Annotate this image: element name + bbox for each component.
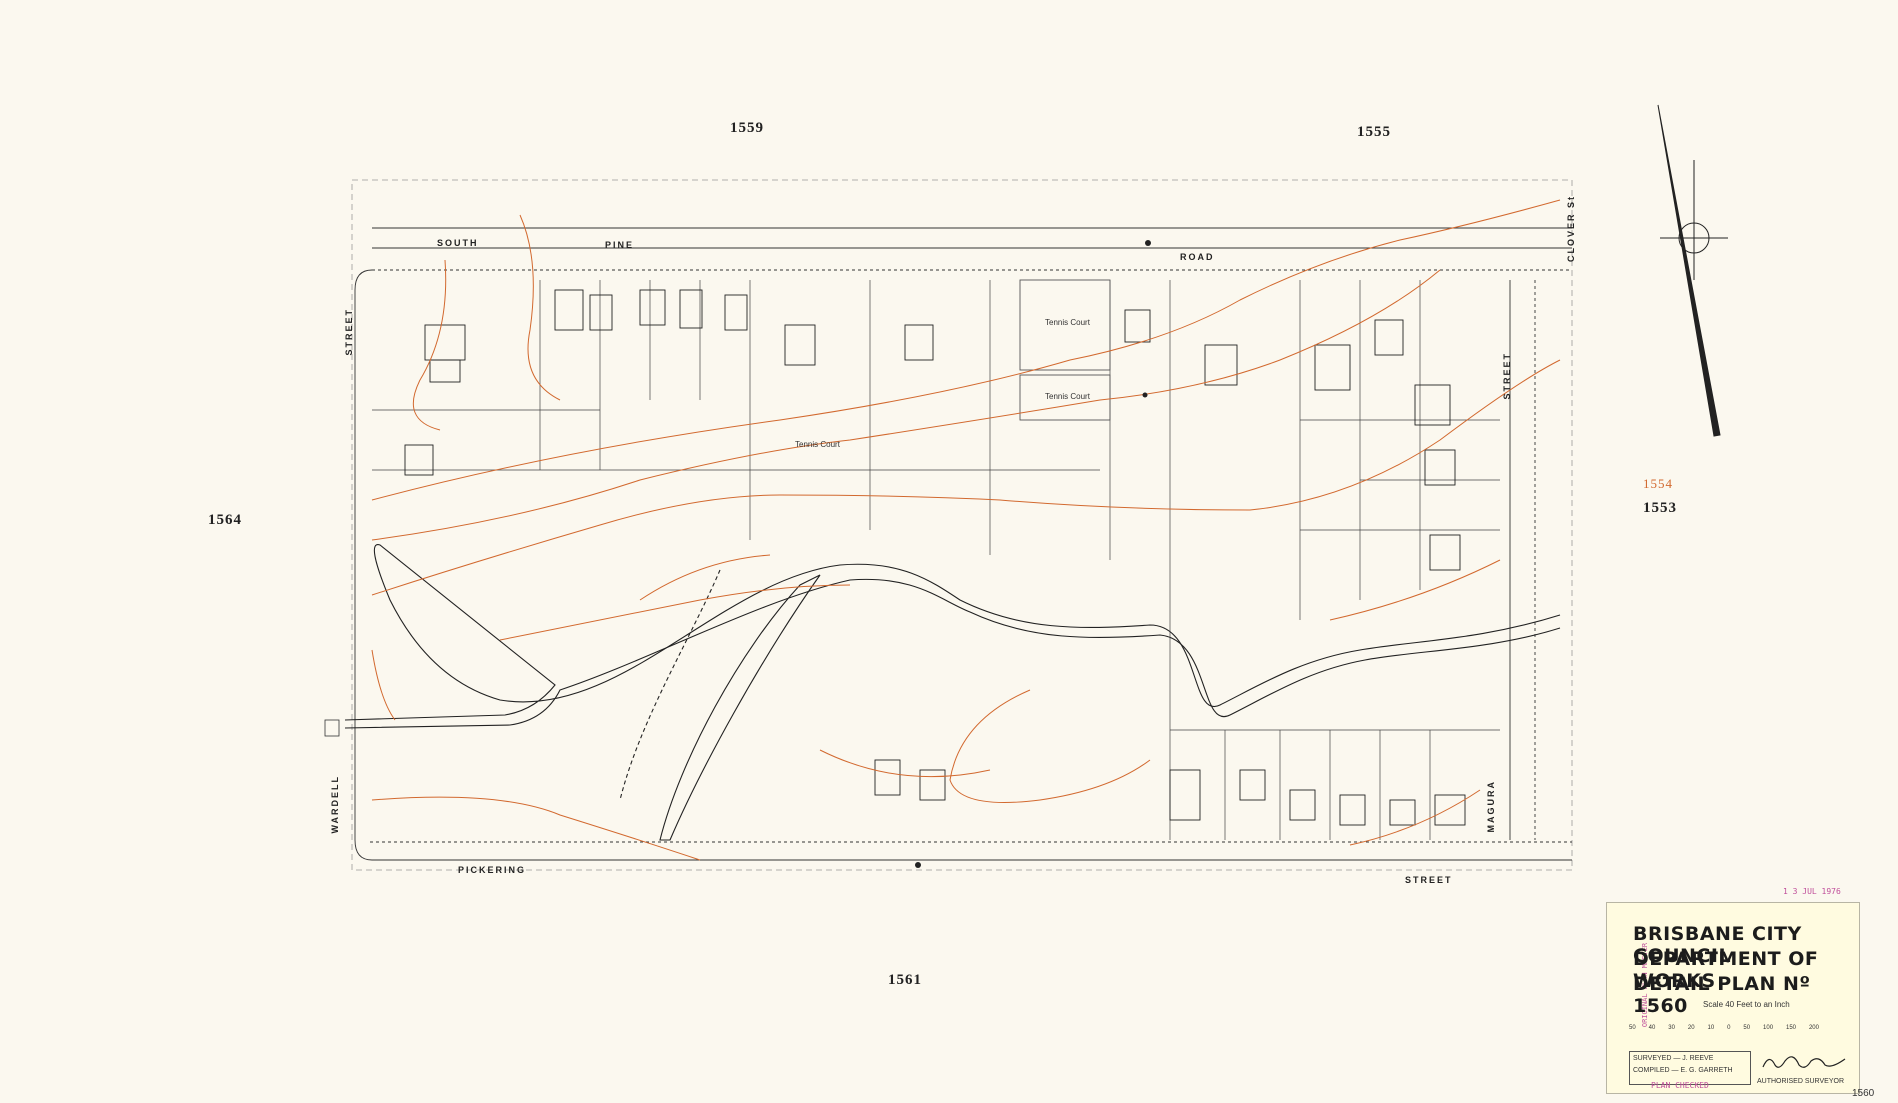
creek — [344, 544, 1561, 841]
bench-mark — [1145, 240, 1151, 246]
surveyed-by: SURVEYED — J. REEVE — [1633, 1055, 1714, 1062]
adjacent-sheet-east-pencil: 1554 — [1643, 476, 1673, 491]
adjacent-sheet-north-west: 1559 — [730, 120, 764, 136]
scale-tick: 20 — [1687, 1025, 1695, 1031]
street-label-wardell: WARDELL — [330, 775, 340, 834]
tennis-court-label: Tennis Court — [1045, 392, 1090, 401]
street-label-south-street: STREET — [1405, 875, 1453, 885]
adjacent-sheet-west: 1564 — [208, 512, 242, 528]
scale-tick: 50 — [1629, 1025, 1636, 1031]
sheet-number: 1560 — [1852, 1088, 1875, 1099]
title-department: DEPARTMENT OF WORKS — [1633, 948, 1819, 992]
adjacent-sheet-east: 1553 — [1643, 500, 1677, 516]
scale-tick: 0 — [1727, 1025, 1731, 1031]
street-label-pickering: PICKERING — [458, 865, 527, 875]
scale-text: Scale 40 Feet to an Inch — [1703, 1000, 1790, 1009]
scale-tick: 200 — [1808, 1025, 1819, 1031]
plan-frame — [351, 179, 1573, 871]
north-arrow — [1657, 104, 1728, 437]
road-reserves — [354, 227, 1572, 861]
surveyor-signature — [1762, 1056, 1846, 1068]
street-label-west-street: STREET — [344, 308, 354, 356]
title-plan-number: DETAIL PLAN Nº 1560 — [1633, 973, 1811, 1017]
contours — [371, 199, 1561, 861]
scale-tick: 10 — [1707, 1025, 1715, 1031]
bench-mark — [915, 862, 921, 868]
authorised-surveyor: AUTHORISED SURVEYOR — [1757, 1078, 1844, 1085]
date-stamp: 1 3 JUL 1976 — [1783, 887, 1841, 896]
street-label-road: ROAD — [1180, 252, 1215, 262]
plan-checked-stamp: PLAN CHECKED — [1651, 1081, 1709, 1090]
adjacent-sheet-south: 1561 — [888, 972, 922, 988]
street-label-clover: CLOVER St — [1566, 195, 1576, 263]
street-label-south: SOUTH — [437, 238, 479, 248]
credits-box — [1629, 1051, 1751, 1085]
bench-mark — [1142, 392, 1148, 398]
scale-tick: 40 — [1648, 1025, 1656, 1031]
tennis-court-label: Tennis Court — [795, 440, 840, 449]
street-label-magura: MAGURA — [1486, 780, 1496, 833]
buildings — [404, 279, 1466, 826]
street-label-pine: PINE — [605, 240, 635, 250]
scale-tick-labels: 50 40 30 20 10 0 50 100 150 200 — [1629, 1025, 1819, 1031]
scale-tick: 30 — [1668, 1025, 1675, 1031]
scale-tick: 100 — [1763, 1025, 1774, 1031]
title-block: ORIGINAL PLAN MASTER 1 3 JUL 1976 BRISBA… — [1606, 887, 1860, 1094]
scale-tick: 150 — [1785, 1025, 1796, 1031]
title-council: BRISBANE CITY COUNCIL — [1633, 923, 1802, 967]
scale-tick: 50 — [1743, 1025, 1751, 1031]
lot-lines — [372, 280, 1500, 840]
compiled-by: COMPILED — E. G. GARRETH — [1633, 1067, 1733, 1074]
survey-post — [324, 719, 340, 737]
adjacent-sheet-north-east: 1555 — [1357, 124, 1391, 140]
tennis-court-label: Tennis Court — [1045, 318, 1090, 327]
street-label-east-street: STREET — [1502, 352, 1512, 400]
